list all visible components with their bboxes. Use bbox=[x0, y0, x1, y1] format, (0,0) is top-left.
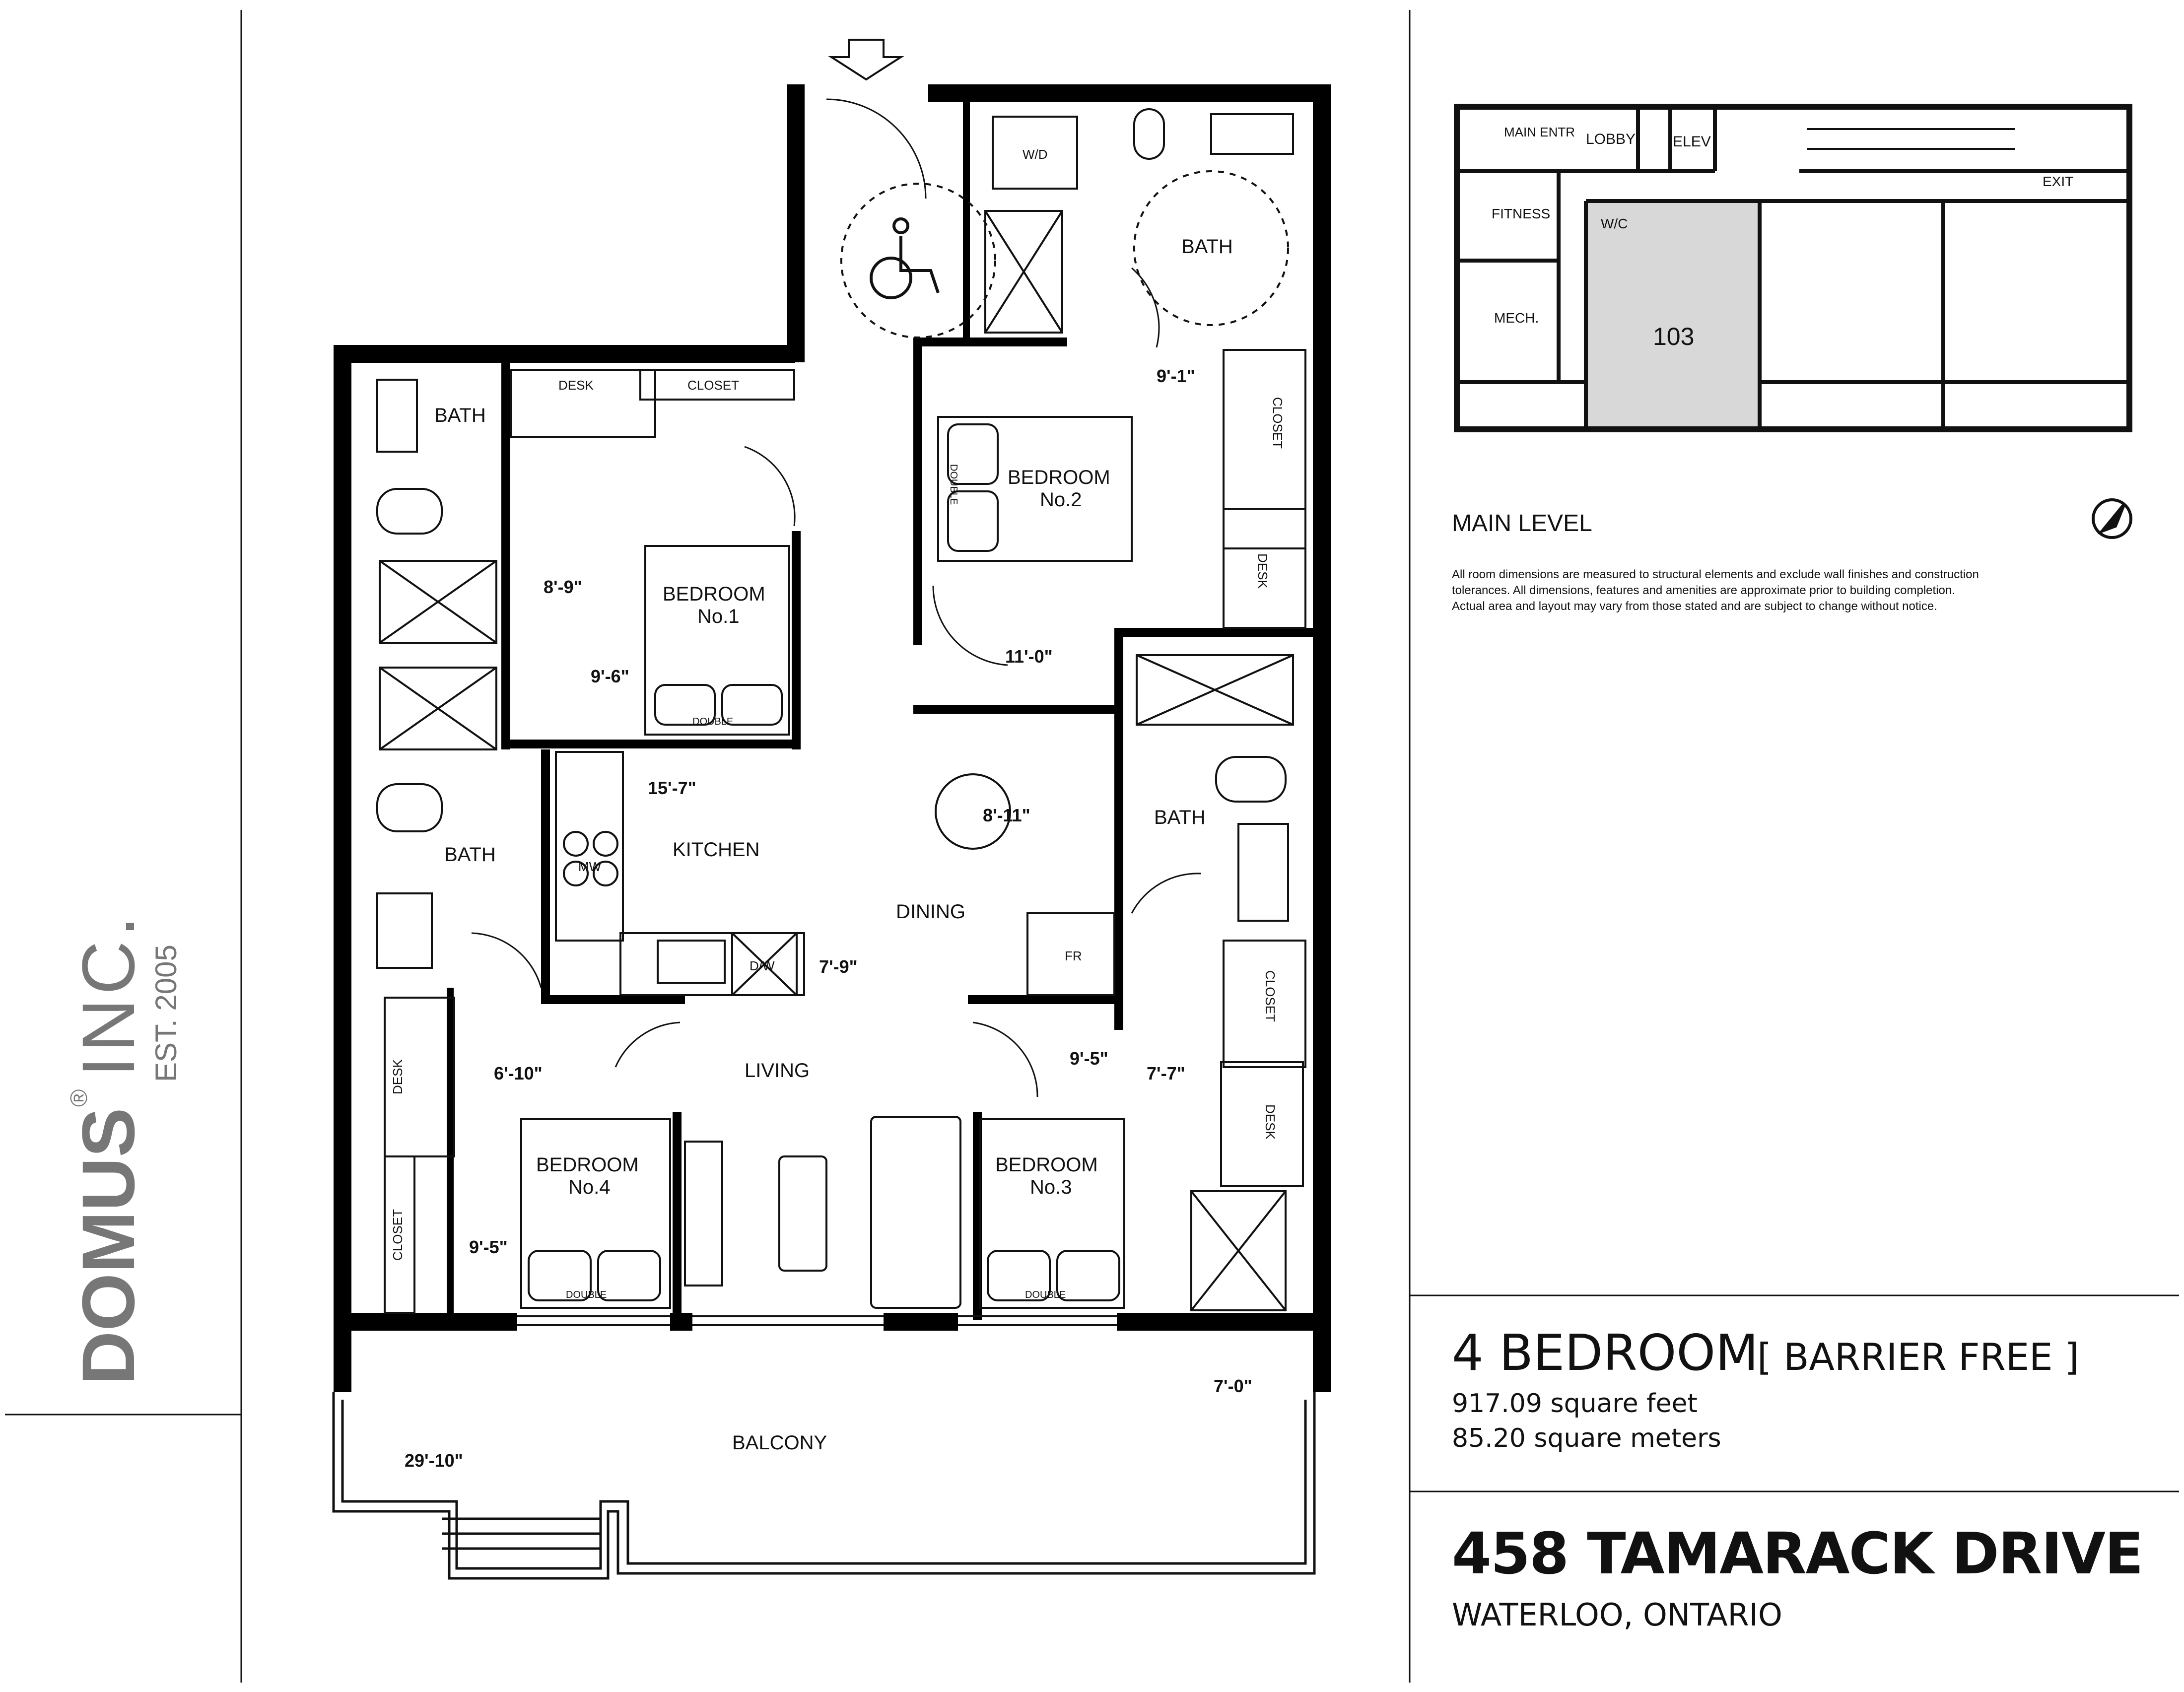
unit-area-sqft: 917.09 square feet bbox=[1452, 1389, 1698, 1419]
label-fr: FR bbox=[1065, 948, 1082, 963]
address-street: 458 TAMARACK DRIVE bbox=[1452, 1521, 2143, 1587]
label-closet-bed3: CLOSET bbox=[1263, 970, 1278, 1022]
key-wc: W/C bbox=[1601, 216, 1628, 231]
dim-balcony-width: 29'-10" bbox=[405, 1450, 463, 1471]
label-desk-bed2: DESK bbox=[1255, 553, 1270, 589]
disclaimer-line-1: All room dimensions are measured to stru… bbox=[1452, 568, 1979, 581]
label-mw: MW bbox=[578, 859, 602, 874]
disclaimer-line-2: tolerances. All dimensions, features and… bbox=[1452, 584, 1955, 597]
dim-bed2-width: 9'-1" bbox=[1157, 366, 1195, 386]
room-labels: BATH BATH BATH BATH BEDROOM No.1 BEDROOM… bbox=[434, 236, 1233, 1454]
key-plan: MAIN ENTR LOBBY ELEV EXIT FITNESS W/C ME… bbox=[1452, 104, 2132, 613]
label-double-bed1: DOUBLE bbox=[692, 716, 733, 727]
doors bbox=[471, 98, 1202, 1097]
room-bedroom3-no: No.3 bbox=[1030, 1176, 1072, 1198]
brand-name: DOMUS bbox=[67, 1108, 150, 1385]
shower-se bbox=[1190, 1190, 1287, 1311]
label-wd: W/D bbox=[1023, 147, 1048, 162]
label-dw: D/W bbox=[750, 958, 775, 973]
label-desk-top: DESK bbox=[558, 378, 594, 393]
room-bedroom1-name: BEDROOM bbox=[663, 583, 765, 605]
room-living: LIVING bbox=[745, 1060, 810, 1082]
unit-walls bbox=[334, 84, 1331, 1392]
fixtures bbox=[376, 108, 1306, 1314]
room-bedroom3-name: BEDROOM bbox=[995, 1154, 1098, 1176]
wheelchair-icon bbox=[870, 217, 940, 299]
shower-w bbox=[379, 667, 497, 750]
dim-dining-table: 8'-11" bbox=[983, 805, 1030, 825]
entry-arrow-icon bbox=[828, 39, 904, 81]
key-plan-unit-highlight bbox=[1586, 201, 1760, 427]
room-bedroom4-no: No.4 bbox=[568, 1176, 611, 1198]
unit-subtitle: [ BARRIER FREE ] bbox=[1757, 1335, 2079, 1379]
unit-title-block: 4 BEDROOM [ BARRIER FREE ] 917.09 square… bbox=[1452, 1324, 2079, 1453]
dim-closet-e: 7'-7" bbox=[1147, 1063, 1185, 1083]
sofa bbox=[870, 1116, 961, 1309]
key-mech: MECH. bbox=[1494, 310, 1539, 326]
balcony-outline bbox=[332, 1392, 1316, 1580]
dim-living-depth: 7'-9" bbox=[819, 956, 858, 977]
key-lobby: LOBBY bbox=[1586, 131, 1636, 147]
unit-title: 4 BEDROOM bbox=[1452, 1324, 1758, 1382]
bed-4 bbox=[520, 1118, 671, 1309]
key-elev: ELEV bbox=[1673, 134, 1711, 150]
room-dining: DINING bbox=[896, 901, 965, 923]
room-bath-w: BATH bbox=[444, 844, 496, 866]
address-city: WATERLOO, ONTARIO bbox=[1452, 1597, 1782, 1633]
north-arrow-icon bbox=[2092, 498, 2132, 539]
room-bedroom2-no: No.2 bbox=[1040, 489, 1082, 511]
label-double-bed2: DOUBLE bbox=[948, 464, 959, 505]
washer-dryer bbox=[992, 116, 1078, 190]
room-bedroom4-name: BEDROOM bbox=[536, 1154, 639, 1176]
dim-bed4-depth: 6'-10" bbox=[494, 1063, 543, 1083]
dimension-labels: 9'-1" 8'-9" 9'-6" 11'-0" 15'-7" 8'-11" 7… bbox=[405, 366, 1252, 1471]
windows bbox=[517, 1315, 1117, 1326]
label-closet-top: CLOSET bbox=[687, 378, 739, 393]
room-bath-e: BATH bbox=[1154, 807, 1206, 828]
bed-2 bbox=[937, 416, 1133, 562]
brand-mark: ® bbox=[66, 1089, 92, 1107]
dim-bath-nw: 8'-9" bbox=[544, 577, 582, 597]
key-plan-level: MAIN LEVEL bbox=[1452, 510, 1592, 537]
label-desk-bed3: DESK bbox=[1263, 1104, 1278, 1140]
dim-bed2-depth: 11'-0" bbox=[1005, 646, 1053, 667]
label-double-bed4: DOUBLE bbox=[566, 1289, 607, 1300]
brand-logo: DOMUS ® INC. EST. 2005 bbox=[66, 912, 183, 1385]
bed-3 bbox=[979, 1118, 1125, 1309]
shower-top bbox=[984, 210, 1063, 334]
dim-bed4-width: 9'-5" bbox=[469, 1237, 508, 1257]
disclaimer-line-3: Actual area and layout may vary from tho… bbox=[1452, 600, 1937, 613]
key-fitness: FITNESS bbox=[1492, 206, 1550, 221]
page-frame bbox=[5, 10, 2179, 1683]
key-unit: 103 bbox=[1653, 323, 1694, 350]
room-bath-nw: BATH bbox=[434, 405, 486, 426]
room-bedroom2-name: BEDROOM bbox=[1008, 467, 1110, 488]
label-desk-bed4: DESK bbox=[390, 1059, 405, 1094]
room-balcony: BALCONY bbox=[732, 1432, 827, 1454]
key-main-entr: MAIN ENTR bbox=[1504, 125, 1575, 139]
room-bath-top: BATH bbox=[1181, 236, 1233, 258]
dining-table bbox=[935, 773, 1011, 850]
label-double-bed3: DOUBLE bbox=[1025, 1289, 1066, 1300]
fixture-labels: W/D DESK CLOSET MW D/W FR DOUBLE DOUBLE … bbox=[390, 147, 1285, 1300]
brand-suffix: INC. bbox=[67, 912, 150, 1077]
key-exit: EXIT bbox=[2043, 174, 2073, 189]
brand-established: EST. 2005 bbox=[149, 945, 183, 1082]
address-block: 458 TAMARACK DRIVE WATERLOO, ONTARIO bbox=[1452, 1521, 2144, 1633]
shower-e bbox=[1136, 654, 1294, 726]
dim-balcony-depth: 7'-0" bbox=[1214, 1376, 1252, 1396]
room-kitchen: KITCHEN bbox=[673, 839, 760, 861]
label-closet-bed2: CLOSET bbox=[1270, 397, 1285, 449]
dim-kitchen-width: 15'-7" bbox=[648, 778, 696, 798]
dim-bed1-width: 9'-6" bbox=[591, 666, 629, 686]
bed-1 bbox=[644, 545, 790, 736]
dim-bed3-width: 9'-5" bbox=[1070, 1048, 1108, 1069]
room-bedroom1-no: No.1 bbox=[697, 606, 740, 627]
shower-nw bbox=[379, 560, 497, 644]
label-closet-bed4: CLOSET bbox=[390, 1209, 405, 1261]
unit-area-sqm: 85.20 square meters bbox=[1452, 1423, 1721, 1453]
